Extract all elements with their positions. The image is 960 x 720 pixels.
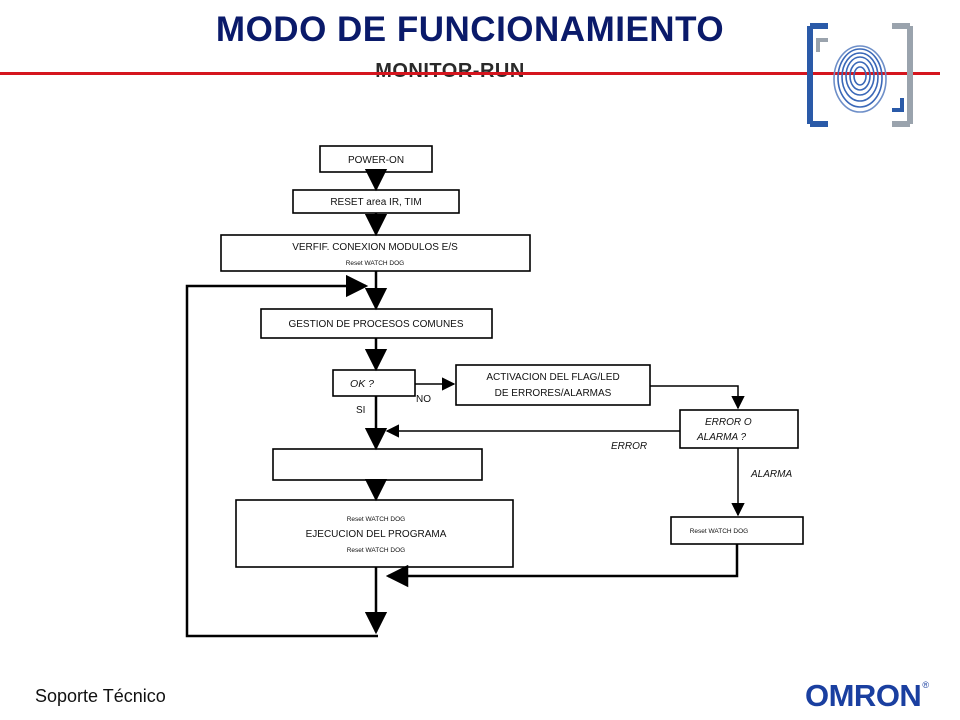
reset-watchdog-right-box [670, 516, 804, 545]
footer-text: Soporte Técnico [35, 686, 166, 706]
page-subtitle: MONITOR-RUN [375, 60, 525, 82]
activacion-line1-label: ACTIVACION DEL FLAG/LED [486, 372, 619, 383]
activacion-line2-label: DE ERRORES/ALARMAS [495, 388, 612, 399]
no-label: NO [416, 394, 431, 405]
verif-line2-label: Reset WATCH DOG [346, 260, 405, 267]
title-underline [0, 72, 940, 75]
ejecucion-line3-label: Reset WATCH DOG [347, 547, 406, 554]
si-label: SI [356, 405, 365, 416]
registered-mark: ® [922, 680, 929, 690]
verif-line1-label: VERFIF. CONEXION MODULOS E/S [292, 242, 458, 253]
arrow-activacion-to-error [650, 385, 745, 410]
verif-conexion-box [220, 234, 531, 272]
activacion-flag-box [455, 364, 651, 406]
error-alarma-decision-box [679, 409, 799, 449]
logo-brackets [807, 23, 913, 127]
page-title: MODO DE FUNCIONAMIENTO [215, 10, 725, 49]
error-alarma-line1-label: ERROR O [705, 417, 752, 428]
reset-area-label: RESET area IR, TIM [330, 197, 421, 208]
fingerprint-swirls [833, 45, 887, 113]
ejecucion-line1-label: Reset WATCH DOG [347, 516, 406, 523]
alarma-label: ALARMA [750, 469, 792, 480]
error-alarma-line2-label: ALARMA ? [696, 432, 747, 443]
brand-name: OMRON [805, 678, 922, 713]
ok-question-label: OK ? [350, 378, 374, 390]
gestion-perifericos-box [272, 448, 483, 481]
fingerprint-icon [807, 23, 913, 127]
power-on-label: POWER-ON [348, 155, 404, 166]
reset-watchdog-right-label: Reset WATCH DOG [690, 528, 749, 535]
ejecucion-programa-box [235, 499, 514, 568]
omron-logo: OMRON® [805, 678, 955, 714]
gestion-procesos-label: GESTION DE PROCESOS COMUNES [288, 319, 463, 330]
ok-decision-box [332, 369, 416, 397]
ejecucion-line2-label: EJECUCION DEL PROGRAMA [306, 529, 447, 540]
arrow-watchdog-return [385, 544, 739, 588]
error-label: ERROR [611, 441, 647, 452]
power-on-box [319, 145, 433, 173]
loop-back-line [185, 274, 378, 638]
